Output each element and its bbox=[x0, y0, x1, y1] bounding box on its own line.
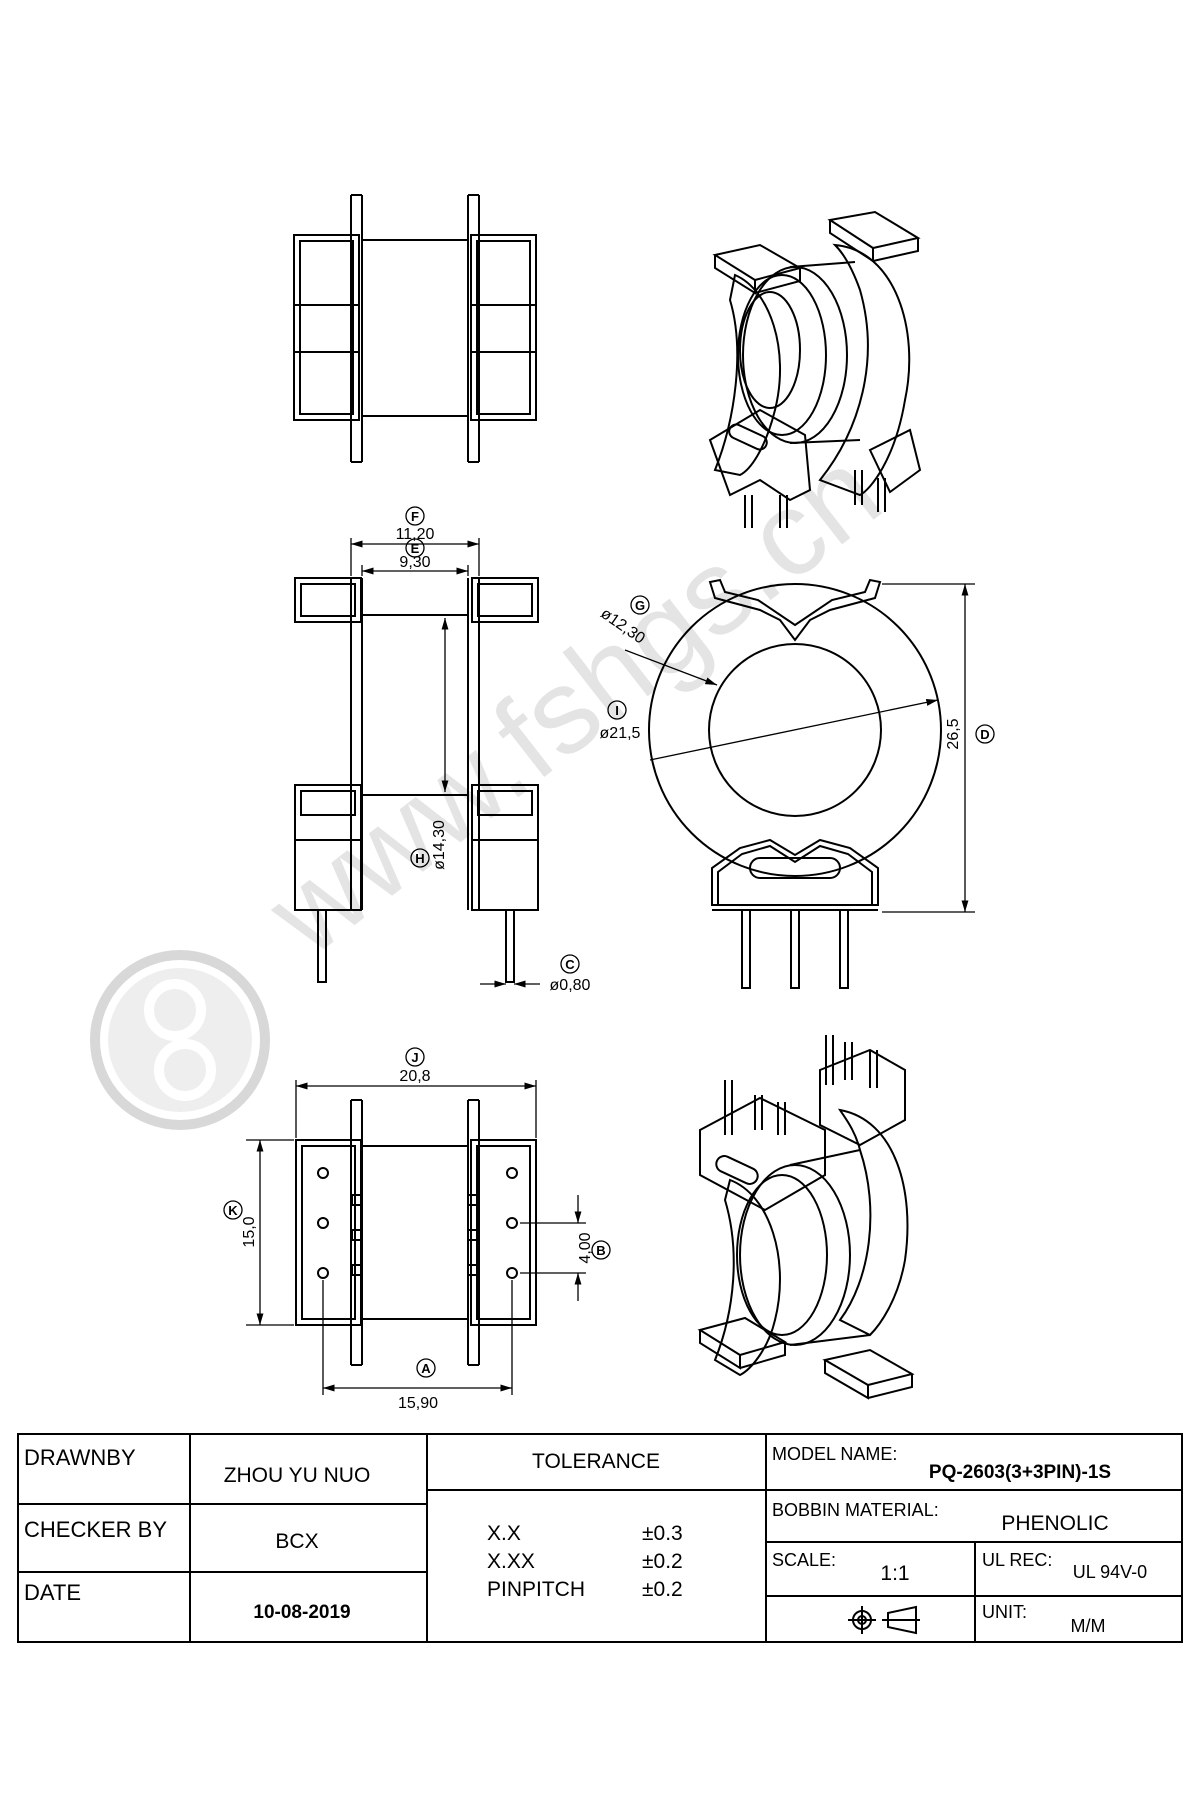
dim-letter-k: K bbox=[228, 1203, 238, 1218]
tolerance-value-2: ±0.2 bbox=[642, 1550, 683, 1573]
checker-value: BCX bbox=[275, 1530, 318, 1553]
iso-view-bottom bbox=[697, 1035, 915, 1400]
dim-letter-g: G bbox=[635, 598, 645, 613]
dim-letter-e: E bbox=[411, 541, 420, 556]
dim-e-value: 9,30 bbox=[399, 554, 430, 571]
dim-b-value: 4,00 bbox=[577, 1232, 594, 1263]
dim-h-value: ø14,30 bbox=[431, 820, 448, 870]
date-value: 10-08-2019 bbox=[253, 1602, 350, 1623]
model-value: PQ-2603(3+3PIN)-1S bbox=[929, 1462, 1111, 1483]
date-label: DATE bbox=[24, 1580, 81, 1605]
dimension-lines bbox=[246, 538, 975, 1395]
scale-label: SCALE: bbox=[772, 1550, 836, 1570]
model-label: MODEL NAME: bbox=[772, 1444, 897, 1464]
drawn-by-label: DRAWNBY bbox=[24, 1445, 136, 1470]
checker-label: CHECKER BY bbox=[24, 1517, 167, 1542]
dim-c-value: ø0,80 bbox=[550, 977, 591, 994]
dim-letter-j: J bbox=[411, 1050, 418, 1065]
tolerance-value-3: ±0.2 bbox=[642, 1578, 683, 1601]
tolerance-value-1: ±0.3 bbox=[642, 1522, 683, 1545]
material-value: PHENOLIC bbox=[1001, 1512, 1108, 1535]
material-label: BOBBIN MATERIAL: bbox=[772, 1500, 939, 1520]
dim-k-value: 15,0 bbox=[241, 1216, 258, 1247]
dim-letter-h: H bbox=[415, 851, 424, 866]
dim-f-value: 11,20 bbox=[396, 526, 435, 543]
bottom-view bbox=[295, 1099, 537, 1366]
dim-letter-b: B bbox=[596, 1243, 605, 1258]
unit-value: M/M bbox=[1071, 1616, 1106, 1636]
dim-letter-d: D bbox=[980, 727, 989, 742]
ul-value: UL 94V-0 bbox=[1073, 1562, 1147, 1582]
side-view bbox=[294, 577, 539, 983]
dim-letter-c: C bbox=[565, 957, 575, 972]
front-view bbox=[648, 578, 942, 989]
scale-value: 1:1 bbox=[880, 1562, 909, 1585]
dim-letter-f: F bbox=[411, 509, 419, 524]
tolerance-name-3: PINPITCH bbox=[487, 1578, 585, 1601]
ul-label: UL REC: bbox=[982, 1550, 1052, 1570]
top-view bbox=[293, 194, 537, 463]
tolerance-name-1: X.X bbox=[487, 1522, 521, 1545]
dimension-letter-circles bbox=[223, 506, 995, 1378]
dim-letter-i: I bbox=[615, 703, 619, 718]
dim-d-value: 26,5 bbox=[945, 718, 962, 749]
unit-label: UNIT: bbox=[982, 1602, 1027, 1622]
tolerance-name-2: X.XX bbox=[487, 1550, 535, 1573]
watermark-text: www.fshgs.cn bbox=[243, 423, 904, 981]
watermark-logo bbox=[90, 950, 270, 1130]
dim-a-value: 15,90 bbox=[398, 1395, 438, 1412]
dim-i-value: ø21,5 bbox=[600, 725, 641, 742]
watermark: www.fshgs.cn bbox=[90, 423, 904, 1130]
iso-view-top bbox=[708, 210, 922, 528]
title-block: DRAWNBY ZHOU YU NUO CHECKER BY BCX DATE … bbox=[17, 1433, 1183, 1643]
dim-letter-a: A bbox=[421, 1361, 431, 1376]
drawn-by-value: ZHOU YU NUO bbox=[224, 1464, 371, 1487]
dim-j-value: 20,8 bbox=[399, 1068, 430, 1085]
tolerance-label: TOLERANCE bbox=[532, 1450, 660, 1473]
